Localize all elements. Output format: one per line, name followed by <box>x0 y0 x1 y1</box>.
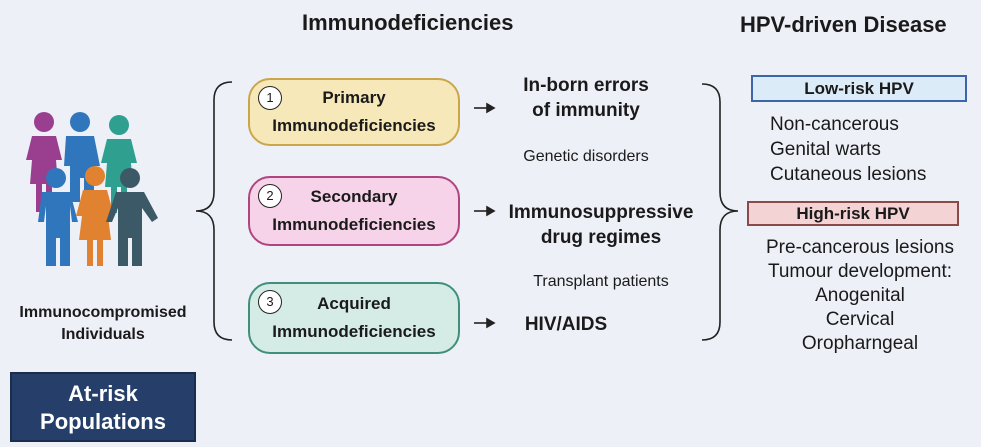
low-risk-hpv-box: Low-risk HPV <box>751 75 967 102</box>
outcome-inborn-errors: In-born errors of immunity <box>486 73 686 123</box>
right-curly-brace-icon <box>701 83 739 341</box>
note-genetic-disorders: Genetic disorders <box>523 148 649 165</box>
number-badge: 3 <box>258 290 282 314</box>
list-item: Non-cancerous <box>770 114 899 135</box>
at-risk-line2: Populations <box>40 409 166 434</box>
pill-primary-line1: Primary <box>322 88 386 107</box>
pill-acquired-line1: Acquired <box>317 294 391 313</box>
high-risk-list: Pre-cancerous lesions Tumour development… <box>748 236 972 356</box>
list-item: Pre-cancerous lesions <box>766 237 954 258</box>
heading-immunodeficiencies: Immunodeficiencies <box>302 10 514 35</box>
population-label-line1: Immunocompromised <box>19 304 187 321</box>
outcome-line1: In-born errors <box>523 75 649 96</box>
pill-secondary-line1: Secondary <box>310 187 398 206</box>
number-badge: 2 <box>258 184 282 208</box>
pill-acquired-line2: Immunodeficiencies <box>272 322 436 341</box>
outcome-line2: of immunity <box>532 100 640 121</box>
note-transplant-patients: Transplant patients <box>533 273 669 290</box>
low-risk-list: Non-cancerous Genital warts Cutaneous le… <box>770 112 926 187</box>
left-curly-brace-icon <box>195 81 233 341</box>
list-item: Genital warts <box>770 139 881 160</box>
pill-secondary: 2 Secondary Immunodeficiencies <box>248 176 460 246</box>
at-risk-box: At-risk Populations <box>10 372 196 442</box>
heading-hpv-disease: HPV-driven Disease <box>740 12 947 37</box>
population-label-line2: Individuals <box>61 326 145 343</box>
outcome-line1: HIV/AIDS <box>524 314 608 335</box>
person-slate-icon <box>106 168 158 266</box>
high-risk-hpv-box: High-risk HPV <box>747 201 959 226</box>
pill-acquired: 3 Acquired Immunodeficiencies <box>248 282 460 354</box>
outcome-line1: Immunosuppressive <box>508 202 694 223</box>
list-item: Oropharngeal <box>801 333 919 354</box>
pill-secondary-line2: Immunodeficiencies <box>272 215 436 234</box>
number-badge: 1 <box>258 86 282 110</box>
pill-primary: 1 Primary Immunodeficiencies <box>248 78 460 146</box>
outcome-line2: drug regimes <box>540 227 662 248</box>
list-item: Anogenital <box>815 285 905 306</box>
person-orange-icon <box>76 166 114 266</box>
list-item: Cutaneous lesions <box>770 164 927 185</box>
people-group-icon <box>26 112 158 266</box>
list-item: Tumour development: <box>767 261 953 282</box>
person-blue-front-icon <box>38 168 78 266</box>
person-blue-icon <box>64 112 100 202</box>
at-risk-line1: At-risk <box>68 381 138 406</box>
outcome-immunosuppressive: Immunosuppressive drug regimes <box>486 200 716 250</box>
population-label: Immunocompromised Individuals <box>0 302 206 346</box>
outcome-hiv-aids: HIV/AIDS <box>486 312 646 337</box>
list-item: Cervical <box>825 309 895 330</box>
pill-primary-line2: Immunodeficiencies <box>272 116 436 135</box>
